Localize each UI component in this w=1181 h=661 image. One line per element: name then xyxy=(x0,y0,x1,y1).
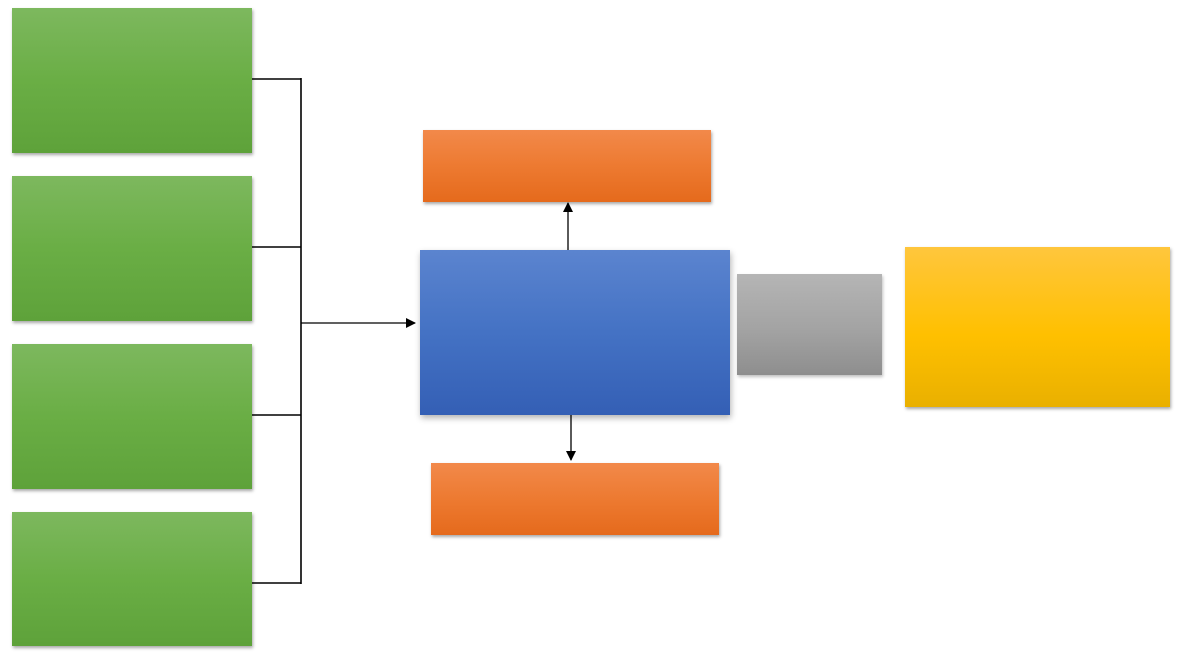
input-box-1 xyxy=(12,8,252,153)
result-box xyxy=(905,247,1170,407)
center-process-box xyxy=(420,250,730,415)
bottom-output-box xyxy=(431,463,719,535)
gray-connector-arrow xyxy=(737,274,882,375)
top-output-box xyxy=(423,130,711,202)
input-box-4 xyxy=(12,512,252,646)
input-box-3 xyxy=(12,344,252,489)
input-box-2 xyxy=(12,176,252,321)
